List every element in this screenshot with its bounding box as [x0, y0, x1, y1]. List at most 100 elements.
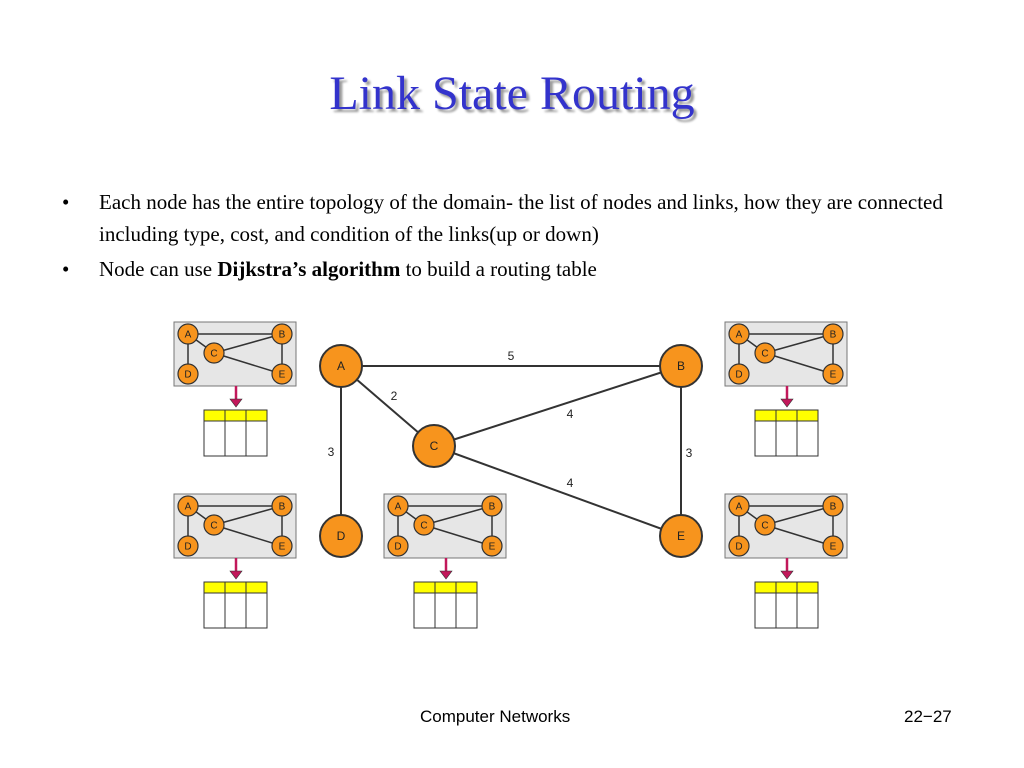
- mini-node-c: [754, 514, 776, 536]
- routing-table-body-cell: [754, 420, 777, 457]
- link-cost-label: 2: [391, 389, 398, 403]
- mini-node-b: [822, 495, 844, 517]
- down-arrow-head: [780, 570, 794, 580]
- routing-table-header-cell: [754, 581, 777, 594]
- mini-node-label: C: [210, 521, 217, 532]
- bullet-list: • Each node has the entire topology of t…: [62, 186, 962, 288]
- routing-table-header-cell: [796, 409, 819, 422]
- node-d: [319, 514, 363, 558]
- routing-table-header-cell: [754, 409, 777, 422]
- mini-node-label: D: [735, 542, 742, 553]
- mini-node-a: [728, 495, 750, 517]
- bullet-text: Each node has the entire topology of the…: [99, 190, 943, 246]
- mini-node-d: [177, 363, 199, 385]
- mini-node-e: [271, 535, 293, 557]
- routing-table-header-cell: [434, 581, 457, 594]
- mini-node-label: C: [761, 521, 768, 532]
- routing-table-body-cell: [796, 592, 819, 629]
- down-arrow-head: [439, 570, 453, 580]
- routing-table-body-cell: [203, 592, 226, 629]
- mini-node-label: E: [830, 542, 837, 553]
- mini-link-c-e: [213, 524, 283, 547]
- mini-node-b: [271, 323, 293, 345]
- mini-node-label: D: [184, 370, 191, 381]
- routing-table-header-cell: [245, 409, 268, 422]
- mini-node-b: [481, 495, 503, 517]
- footer-course: Computer Networks: [420, 707, 571, 726]
- routing-table-header-cell: [203, 409, 226, 422]
- link-cost-label: 3: [686, 446, 693, 460]
- routing-table-body-cell: [455, 592, 478, 629]
- node-label: A: [337, 359, 345, 373]
- mini-node-e: [822, 363, 844, 385]
- bullet-text-before: Node can use: [99, 257, 218, 281]
- routing-table-body-cell: [775, 592, 798, 629]
- mini-node-label: B: [279, 330, 286, 341]
- mini-node-d: [728, 535, 750, 557]
- mini-node-d: [728, 363, 750, 385]
- routing-table-header-cell: [203, 581, 226, 594]
- routing-table-body-cell: [754, 592, 777, 629]
- mini-node-c: [203, 514, 225, 536]
- mini-link-c-e: [764, 524, 834, 547]
- mini-node-a: [177, 323, 199, 345]
- routing-table-header-cell: [775, 581, 798, 594]
- mini-node-e: [481, 535, 503, 557]
- mini-node-c: [754, 342, 776, 364]
- routing-table-body-cell: [245, 420, 268, 457]
- mini-node-label: C: [420, 521, 427, 532]
- link-cost-label: 4: [567, 476, 574, 490]
- routing-table-body-cell: [434, 592, 457, 629]
- mini-node-e: [822, 535, 844, 557]
- down-arrow-head: [229, 398, 243, 408]
- node-label: E: [677, 529, 685, 543]
- node-label: D: [337, 529, 346, 543]
- mini-node-label: C: [761, 349, 768, 360]
- mini-node-a: [387, 495, 409, 517]
- node-c: [412, 424, 456, 468]
- mini-node-label: D: [735, 370, 742, 381]
- mini-node-label: A: [395, 502, 402, 513]
- link-cost-label: 3: [328, 445, 335, 459]
- routing-table-header-cell: [224, 581, 247, 594]
- routing-table-body-cell: [245, 592, 268, 629]
- mini-node-b: [271, 495, 293, 517]
- mini-node-b: [822, 323, 844, 345]
- routing-table-header-cell: [796, 581, 819, 594]
- routing-table-body-cell: [413, 592, 436, 629]
- node-a: [319, 344, 363, 388]
- routing-table-body-cell: [224, 420, 247, 457]
- bullet-item: • Each node has the entire topology of t…: [62, 186, 962, 250]
- mini-node-label: A: [736, 330, 743, 341]
- bullet-marker: •: [62, 190, 70, 214]
- mini-node-label: D: [184, 542, 191, 553]
- slide-title: Link State Routing: [329, 67, 695, 120]
- link-c-e: [433, 445, 682, 537]
- mini-node-label: E: [489, 542, 496, 553]
- bullet-item: • Node can use Dijkstra’s algorithm to b…: [62, 253, 962, 285]
- mini-link-c-e: [213, 352, 283, 375]
- routing-table-header-cell: [775, 409, 798, 422]
- routing-table-body-cell: [224, 592, 247, 629]
- bullet-text-bold: Dijkstra’s algorithm: [217, 257, 401, 281]
- link-cost-label: 5: [508, 349, 515, 363]
- bullet-marker: •: [62, 257, 70, 281]
- down-arrow-head: [229, 570, 243, 580]
- mini-link-c-e: [764, 352, 834, 375]
- mini-link-c-b: [764, 333, 834, 354]
- routing-table-header-cell: [413, 581, 436, 594]
- mini-link-c-e: [423, 524, 493, 547]
- routing-table-body-cell: [775, 420, 798, 457]
- mini-link-c-b: [764, 505, 834, 526]
- mini-node-label: D: [394, 542, 401, 553]
- routing-table-body-cell: [796, 420, 819, 457]
- routing-table-body-cell: [203, 420, 226, 457]
- routing-table-header-cell: [245, 581, 268, 594]
- mini-node-label: E: [279, 542, 286, 553]
